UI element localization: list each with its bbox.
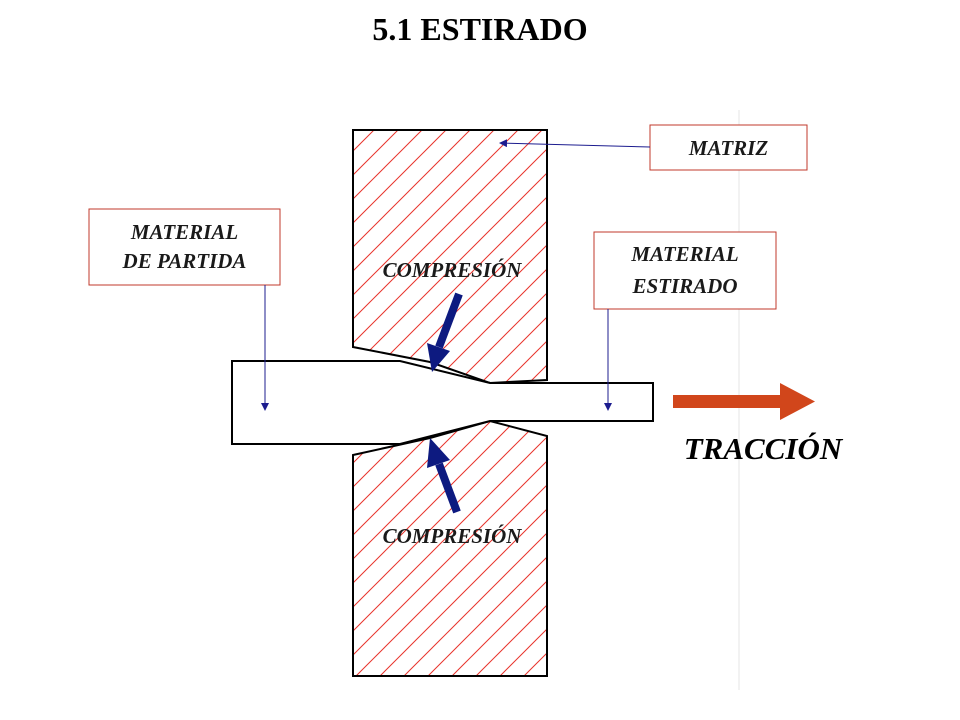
- label-material-estirado-line1: MATERIAL: [630, 242, 738, 266]
- pointer-matriz: [499, 139, 651, 148]
- traction-arrow: [673, 383, 815, 420]
- page-title: 5.1 ESTIRADO: [372, 11, 587, 47]
- die-top-half: [352, 129, 548, 385]
- die-bottom-half: [352, 419, 548, 677]
- compression-arrow-top: [427, 292, 463, 372]
- label-material-estirado: MATERIAL ESTIRADO: [593, 231, 777, 310]
- label-compresion-bottom: COMPRESIÓN: [383, 524, 523, 548]
- label-box: [88, 208, 281, 286]
- label-material-partida-line1: MATERIAL: [130, 220, 238, 244]
- label-compresion-top: COMPRESIÓN: [383, 258, 523, 282]
- workpiece: [231, 360, 654, 445]
- label-box: [649, 124, 808, 171]
- label-material-partida-line2: DE PARTIDA: [122, 249, 247, 273]
- label-matriz-text: MATRIZ: [688, 136, 769, 160]
- compression-arrow-bottom: [427, 438, 461, 514]
- label-traccion: TRACCIÓN: [684, 431, 844, 466]
- label-material-partida: MATERIAL DE PARTIDA: [88, 208, 281, 286]
- label-matriz: MATRIZ: [649, 124, 808, 171]
- label-material-estirado-line2: ESTIRADO: [631, 274, 737, 298]
- label-box: [593, 231, 777, 310]
